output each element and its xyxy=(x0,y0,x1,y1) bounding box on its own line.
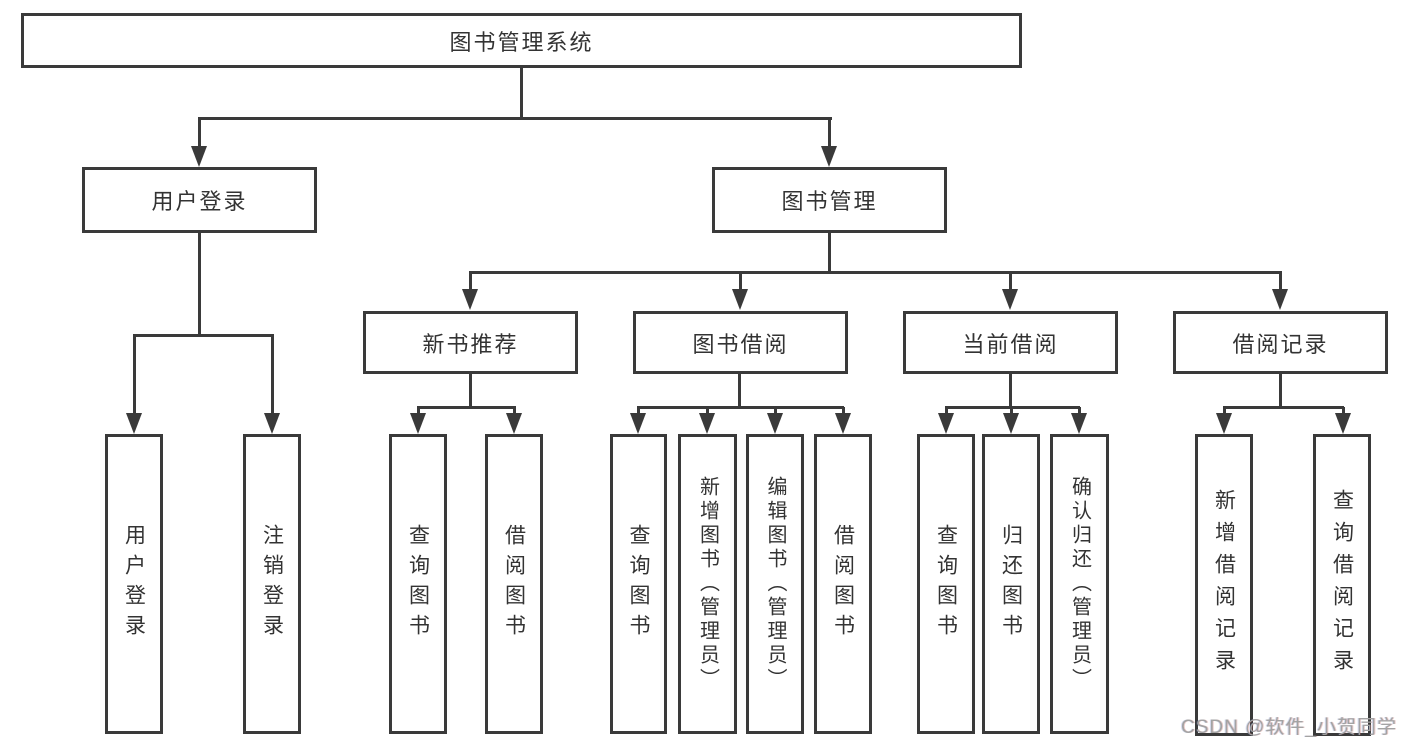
leaf-logout: 注销登录 xyxy=(243,434,301,734)
connector-root-bar xyxy=(198,117,832,120)
connector-new-book-bar xyxy=(417,406,516,409)
leaf-bookborrow-add-books-admin: 新增图书（管理员） xyxy=(678,434,737,734)
connector-root-stem xyxy=(520,66,523,119)
leaf-user-login: 用户登录 xyxy=(105,434,163,734)
connector-borrow-records-stem xyxy=(1279,374,1282,408)
arrow-to-borrow-records xyxy=(1272,272,1288,310)
arrow-to-leaf-logout xyxy=(264,335,280,434)
connector-user-login-stem xyxy=(198,233,201,336)
leaf-newbooks-borrow-books: 借阅图书 xyxy=(485,434,543,734)
leaf-records-add-borrow-record: 新增借阅记录 xyxy=(1195,434,1253,736)
node-book-borrow: 图书借阅 xyxy=(633,311,848,374)
connector-borrow-records-bar xyxy=(1223,406,1344,409)
connector-book-borrow-stem xyxy=(738,374,741,408)
arrow-current-confirm xyxy=(1071,407,1087,434)
leaf-newbooks-query-books: 查询图书 xyxy=(389,434,447,734)
arrow-borrow-query xyxy=(630,407,646,434)
connector-current-borrow-bar xyxy=(945,406,1080,409)
arrow-borrow-add xyxy=(699,407,715,434)
node-user-login: 用户登录 xyxy=(82,167,317,233)
node-book-management: 图书管理 xyxy=(712,167,947,233)
arrow-to-current-borrow xyxy=(1002,272,1018,310)
watermark: CSDN @软件_小贺同学 xyxy=(1181,717,1397,738)
arrow-current-return xyxy=(1003,407,1019,434)
connector-user-login-bar xyxy=(133,334,274,337)
connector-current-borrow-stem xyxy=(1009,374,1012,408)
connector-book-management-bar xyxy=(469,271,1282,274)
arrow-records-add xyxy=(1216,407,1232,434)
arrow-records-query xyxy=(1335,407,1351,434)
leaf-bookborrow-edit-books-admin: 编辑图书（管理员） xyxy=(746,434,804,734)
leaf-current-return-books: 归还图书 xyxy=(982,434,1040,734)
arrow-newbooks-borrow xyxy=(506,407,522,434)
arrow-to-leaf-user-login xyxy=(126,335,142,434)
arrow-borrow-edit xyxy=(767,407,783,434)
leaf-bookborrow-borrow-books: 借阅图书 xyxy=(814,434,872,734)
node-current-borrow: 当前借阅 xyxy=(903,311,1118,374)
connector-book-management-stem xyxy=(828,233,831,273)
connector-book-borrow-bar xyxy=(637,406,844,409)
arrow-to-user-login xyxy=(191,118,207,167)
arrow-to-new-book-recommend xyxy=(462,272,478,310)
arrow-to-book-borrow xyxy=(732,272,748,310)
node-new-book-recommend: 新书推荐 xyxy=(363,311,578,374)
arrow-borrow-borrow xyxy=(835,407,851,434)
node-root: 图书管理系统 xyxy=(21,13,1022,68)
arrow-current-query xyxy=(938,407,954,434)
leaf-records-query-borrow-record: 查询借阅记录 xyxy=(1313,434,1371,736)
leaf-current-query-books: 查询图书 xyxy=(917,434,975,734)
leaf-bookborrow-query-books: 查询图书 xyxy=(610,434,667,734)
connector-new-book-stem xyxy=(469,374,472,408)
leaf-current-confirm-return-admin: 确认归还（管理员） xyxy=(1050,434,1109,734)
arrow-to-book-management xyxy=(821,118,837,167)
node-borrow-records: 借阅记录 xyxy=(1173,311,1388,374)
arrow-newbooks-query xyxy=(410,407,426,434)
